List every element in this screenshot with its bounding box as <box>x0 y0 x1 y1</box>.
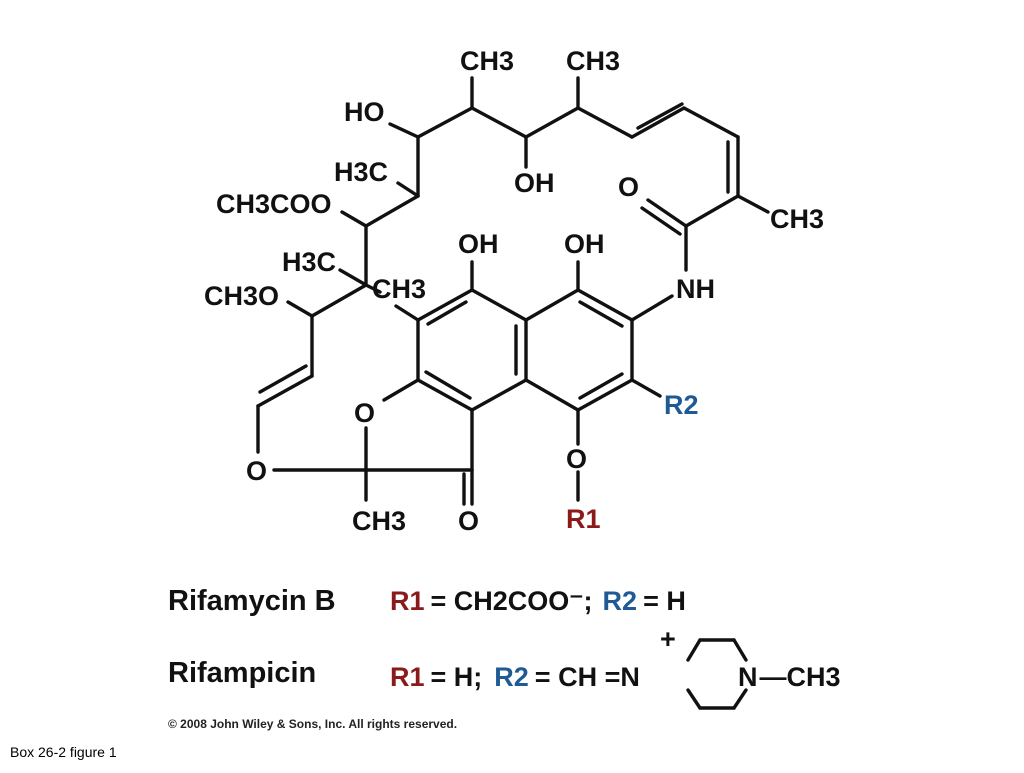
label-nh: NH <box>676 274 715 304</box>
label-o-ether: O <box>246 456 267 486</box>
bond <box>576 288 634 322</box>
bond <box>578 300 624 328</box>
bond <box>524 288 580 322</box>
bonds <box>256 76 770 506</box>
legend-ring-plus: + <box>660 624 676 654</box>
label-oh-mid: OH <box>514 168 555 198</box>
bond <box>310 283 368 318</box>
bond <box>286 300 314 318</box>
bond <box>416 378 474 412</box>
bond <box>416 106 474 139</box>
bond <box>576 106 634 139</box>
label-ch3-c: CH3 <box>372 274 426 304</box>
label-h3c-a: H3C <box>334 157 388 187</box>
bond <box>394 304 420 322</box>
bond <box>578 372 624 400</box>
label-r1: R1 <box>566 504 601 534</box>
legend: Rifamycin B R1= CH2COO⁻;R2= H Rifampicin… <box>168 585 841 710</box>
piperazine-bond <box>686 638 702 662</box>
bond <box>470 106 528 139</box>
label-ch3o: CH3O <box>204 281 279 311</box>
legend-row1-formula: R1= CH2COO⁻;R2= H <box>390 586 686 616</box>
bond <box>258 364 308 394</box>
bond <box>426 300 468 326</box>
piperazine-bond <box>686 688 702 710</box>
bond <box>338 268 368 287</box>
bond <box>736 194 770 214</box>
copyright-notice: © 2008 John Wiley & Sons, Inc. All right… <box>168 717 458 731</box>
legend-row2-formula: R1= H;R2= CH =N <box>390 662 640 692</box>
label-carbonyl-o: O <box>618 172 639 202</box>
bond <box>382 378 420 402</box>
atom-labels: CH3 CH3 HO OH H3C CH3COO O CH3 OH OH H3C… <box>204 46 824 536</box>
bond <box>364 283 382 294</box>
figure-caption: Box 26-2 figure 1 <box>10 744 117 760</box>
bond <box>470 378 528 412</box>
label-o-ketone: O <box>458 506 479 536</box>
label-ho-top: HO <box>344 97 385 127</box>
label-h3c-b: H3C <box>282 247 336 277</box>
bond <box>576 378 634 412</box>
bond <box>636 102 684 130</box>
bond <box>388 122 420 139</box>
legend-ring-n: N—CH3 <box>738 662 841 692</box>
bond <box>470 288 528 322</box>
label-ch3-bottom: CH3 <box>352 506 406 536</box>
label-oh-right: OH <box>564 229 605 259</box>
label-o-furan: O <box>354 398 375 428</box>
legend-name-rifamycin-b: Rifamycin B <box>168 585 336 617</box>
label-o-phenol: O <box>566 444 587 474</box>
bond <box>416 288 474 322</box>
bond <box>646 198 688 228</box>
bond <box>682 106 740 139</box>
piperazine-bond <box>732 638 748 662</box>
bond <box>364 194 420 228</box>
bond <box>630 294 674 322</box>
bond <box>256 374 314 408</box>
bond <box>424 370 472 400</box>
bond <box>630 106 686 139</box>
bond <box>340 210 368 228</box>
bond <box>396 181 420 198</box>
bond <box>524 378 580 412</box>
label-ch3-right: CH3 <box>770 204 824 234</box>
bond <box>630 378 662 398</box>
legend-name-rifampicin: Rifampicin <box>168 657 316 689</box>
label-oh-left: OH <box>458 229 499 259</box>
label-ch3coo: CH3COO <box>216 189 332 219</box>
piperazine-bond <box>732 688 748 710</box>
label-ch3-a: CH3 <box>460 46 514 76</box>
bond <box>684 194 740 228</box>
label-r2: R2 <box>664 390 699 420</box>
bond <box>640 206 682 236</box>
label-ch3-b: CH3 <box>566 46 620 76</box>
bond <box>524 106 580 139</box>
